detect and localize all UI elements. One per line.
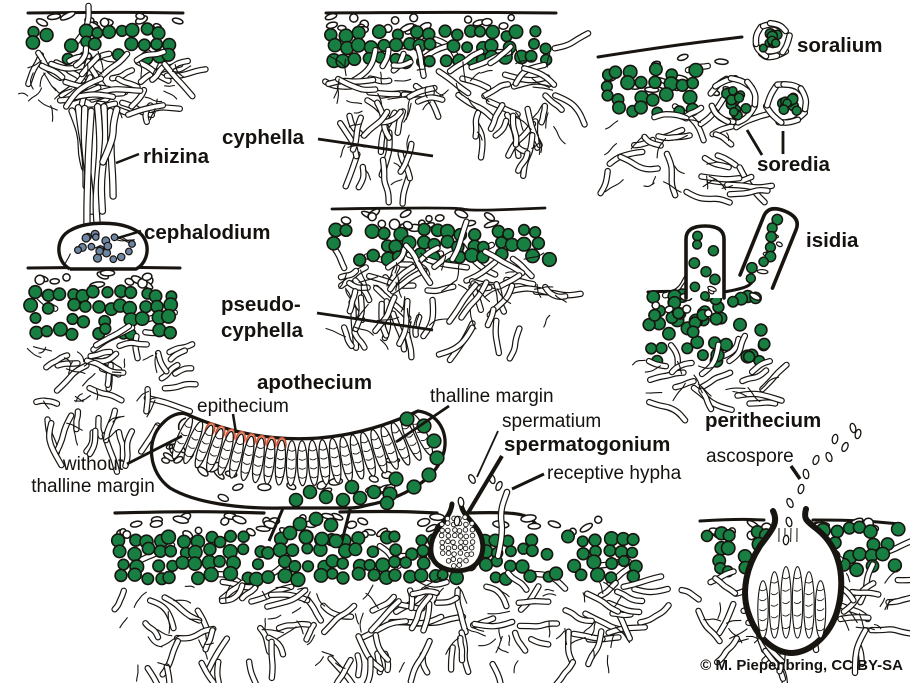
soralium-drawing bbox=[596, 19, 810, 206]
label-cephalodium: cephalodium bbox=[144, 221, 270, 244]
label-ascospore: ascospore bbox=[706, 446, 794, 467]
soredia-pointer-line-1 bbox=[745, 129, 764, 156]
label-soredia: soredia bbox=[757, 153, 831, 176]
label-cyphella: cyphella bbox=[222, 126, 305, 149]
cephalodium-thallus-drawing bbox=[23, 221, 199, 475]
receptive-hypha-pointer-line bbox=[511, 472, 545, 491]
spermatogonium-pointer-line bbox=[466, 454, 504, 515]
label-isidia: isidia bbox=[806, 229, 859, 252]
label-perithecium: perithecium bbox=[705, 409, 821, 432]
cyphella-thallus-drawing bbox=[322, 10, 592, 207]
cephalodium-pointer-line bbox=[117, 229, 142, 240]
label-without-line1: without bbox=[62, 454, 124, 475]
rhizina-pointer-line bbox=[115, 152, 140, 165]
apothecium-drawing bbox=[149, 409, 447, 549]
isidia-drawing bbox=[632, 207, 799, 424]
labels-layer: rhizina cyphella soralium soredia cephal… bbox=[31, 34, 903, 674]
rhizina-thallus-drawing bbox=[18, 2, 209, 245]
label-epithecium: epithecium bbox=[197, 396, 289, 417]
epithecium-pointer-line bbox=[231, 413, 238, 434]
label-soralium: soralium bbox=[797, 34, 882, 57]
label-without-line2: thalline margin bbox=[31, 476, 155, 497]
without-thalline-margin-pointer-line bbox=[126, 434, 183, 466]
label-pseudocyphella-line1: pseudo- bbox=[221, 293, 301, 316]
label-spermatogonium: spermatogonium bbox=[504, 433, 670, 456]
label-receptive-hypha: receptive hypha bbox=[547, 463, 682, 484]
pseudocyphella-pointer-line bbox=[316, 311, 434, 332]
ascospore-pointer-line bbox=[789, 465, 802, 480]
lower-thallus-drawing bbox=[110, 509, 672, 683]
thalline-margin-pointer-line bbox=[395, 404, 450, 444]
label-rhizina: rhizina bbox=[143, 145, 210, 168]
spermatogonium-drawing bbox=[428, 474, 503, 574]
perithecium-drawing bbox=[678, 422, 910, 683]
label-spermatium: spermatium bbox=[502, 411, 601, 432]
copyright-credit: © M. Piepenbring, CC BY-SA bbox=[700, 657, 903, 674]
cyphella-pointer-line bbox=[317, 137, 434, 158]
pointer-lines-layer bbox=[115, 129, 802, 515]
spermatium-pointer-line bbox=[476, 430, 499, 478]
pseudocyphella-thallus-drawing bbox=[325, 206, 584, 364]
label-apothecium: apothecium bbox=[257, 371, 372, 394]
label-pseudocyphella-line2: cyphella bbox=[221, 319, 304, 342]
artwork-layer bbox=[18, 2, 910, 683]
label-thalline-margin: thalline margin bbox=[430, 386, 554, 407]
